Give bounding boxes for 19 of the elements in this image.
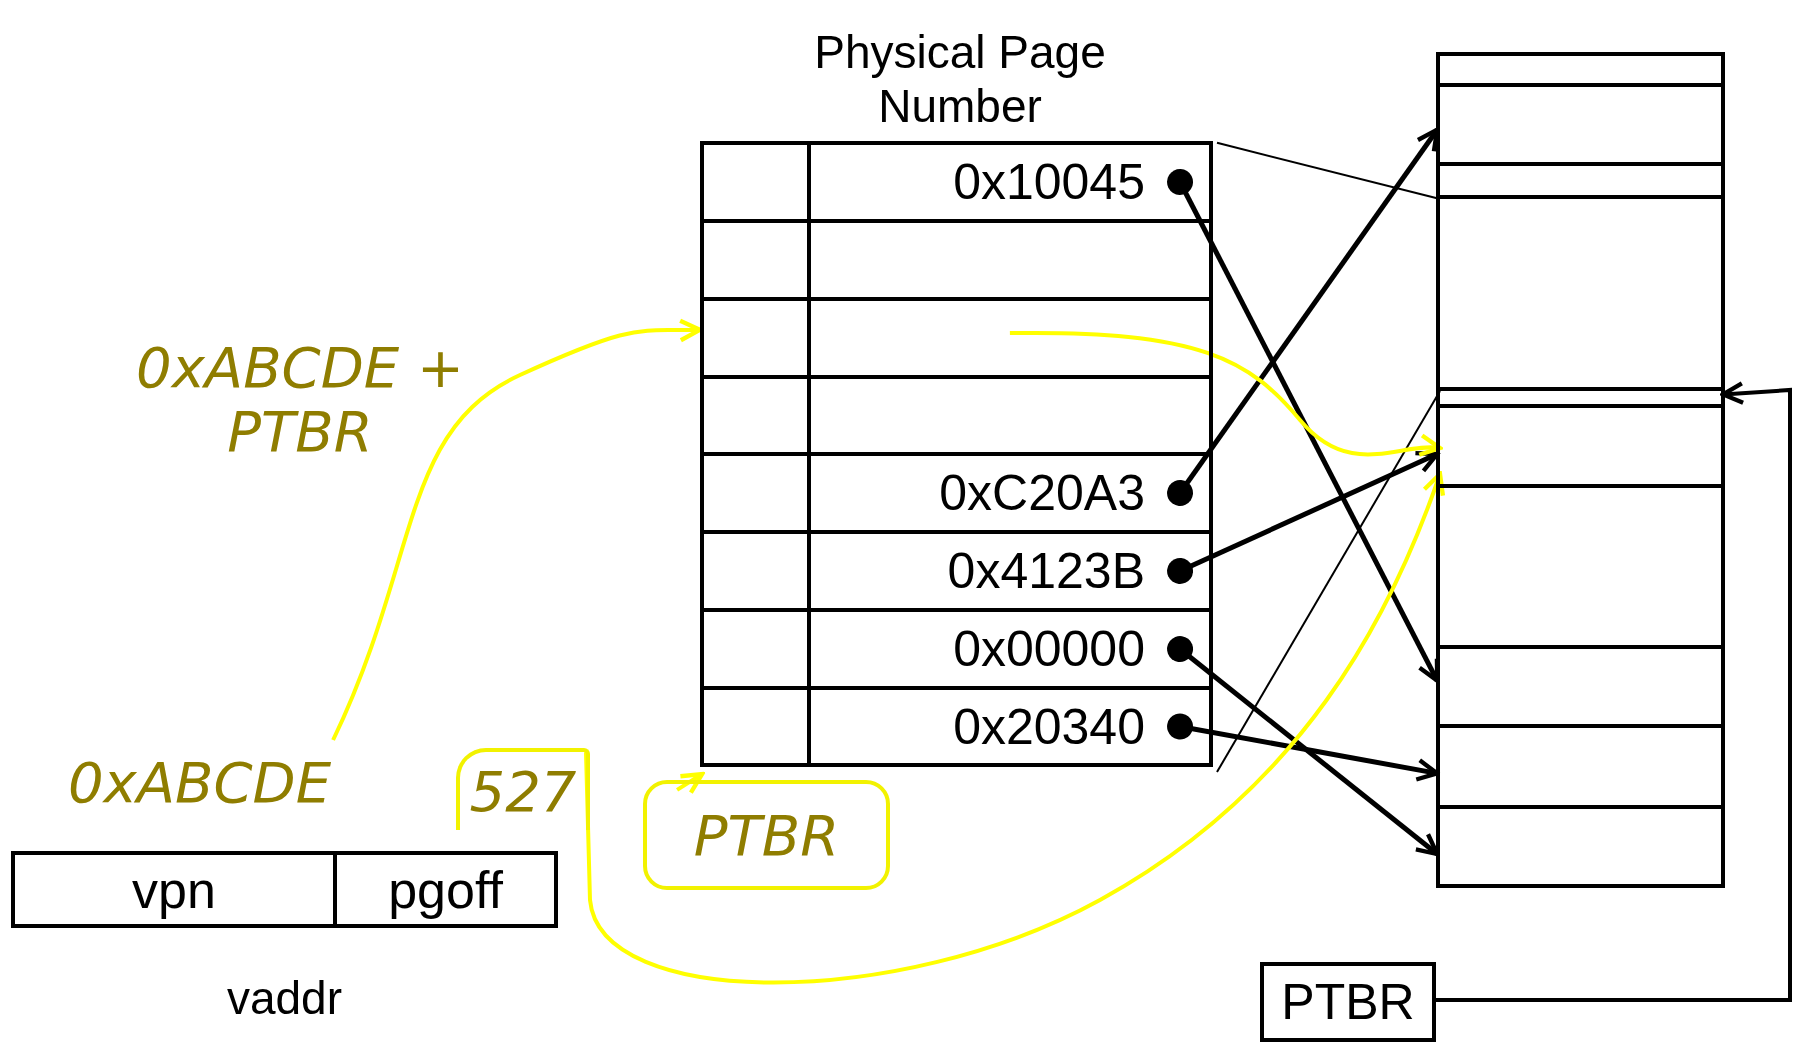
- handwritten-arrow: [1009, 331, 1443, 459]
- hex-value: 0x10045: [953, 157, 1145, 207]
- field-caption: vaddr: [225, 971, 344, 1026]
- register-box: PTBR: [1260, 962, 1436, 1042]
- handwritten-note: PTBR: [643, 780, 890, 890]
- column-heading: Physical Page Number: [813, 25, 1107, 134]
- handwritten-arrow: [676, 771, 705, 795]
- memory-column: [1436, 52, 1725, 888]
- hex-value: 0x4123B: [947, 546, 1145, 596]
- arrow: [1436, 381, 1792, 1002]
- handwritten-note: 527: [456, 748, 590, 830]
- hex-value: 0x00000: [953, 624, 1145, 674]
- hex-value: 0x20340: [953, 701, 1145, 752]
- handwritten-arrow: [584, 471, 1445, 985]
- handwritten-note: 0xABCDE: [17, 740, 382, 825]
- handwritten-arrow: [331, 318, 703, 741]
- hex-value: 0xC20A3: [939, 468, 1145, 518]
- connector-line: [1216, 390, 1441, 773]
- handwritten-note: 0xABCDE + PTBR: [135, 333, 465, 466]
